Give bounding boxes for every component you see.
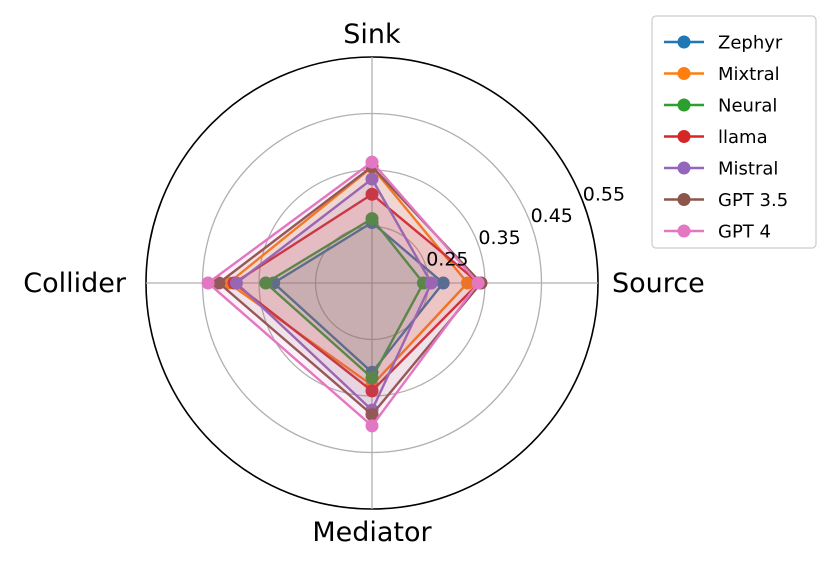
legend-label: Zephyr bbox=[718, 33, 783, 54]
data-point bbox=[424, 276, 438, 290]
radar-series bbox=[201, 155, 488, 433]
data-point bbox=[471, 276, 485, 290]
data-point bbox=[212, 276, 226, 290]
axis-category-label: Collider bbox=[23, 268, 127, 299]
data-point bbox=[365, 187, 379, 201]
radial-tick-label: 0.55 bbox=[583, 184, 625, 206]
radial-tick-label: 0.45 bbox=[531, 205, 573, 227]
legend-label: llama bbox=[718, 127, 768, 148]
data-point bbox=[259, 276, 273, 290]
legend-label: Neural bbox=[718, 96, 777, 117]
data-point bbox=[365, 384, 379, 398]
series-fill bbox=[218, 166, 481, 415]
data-point bbox=[436, 276, 450, 290]
data-point bbox=[365, 419, 379, 433]
data-point bbox=[365, 155, 379, 169]
data-point bbox=[365, 371, 379, 385]
legend-marker bbox=[677, 35, 691, 49]
data-point bbox=[365, 212, 379, 226]
radial-tick-label: 0.25 bbox=[426, 248, 468, 270]
axis-category-label: Source bbox=[612, 268, 705, 299]
legend-label: GPT 3.5 bbox=[718, 190, 788, 211]
legend-marker bbox=[677, 67, 691, 80]
legend-marker bbox=[677, 193, 691, 206]
data-point bbox=[201, 276, 215, 290]
legend-marker bbox=[677, 224, 691, 238]
legend-marker bbox=[677, 130, 691, 143]
axis-category-label: Sink bbox=[343, 19, 401, 50]
radial-tick-label: 0.35 bbox=[478, 227, 520, 249]
data-point bbox=[229, 276, 243, 290]
legend-label: Mixtral bbox=[718, 64, 780, 85]
axis-category-label: Mediator bbox=[312, 517, 432, 548]
series-fill bbox=[234, 194, 479, 391]
data-point bbox=[365, 172, 379, 186]
legend-label: GPT 4 bbox=[718, 222, 771, 243]
series-fill bbox=[208, 162, 479, 426]
legend-marker bbox=[677, 161, 691, 175]
data-point bbox=[461, 276, 474, 290]
series-fill bbox=[265, 218, 424, 378]
legend-marker bbox=[677, 98, 691, 112]
series-fill bbox=[236, 179, 432, 411]
data-point bbox=[365, 408, 379, 422]
legend-label: Mistral bbox=[718, 159, 778, 180]
